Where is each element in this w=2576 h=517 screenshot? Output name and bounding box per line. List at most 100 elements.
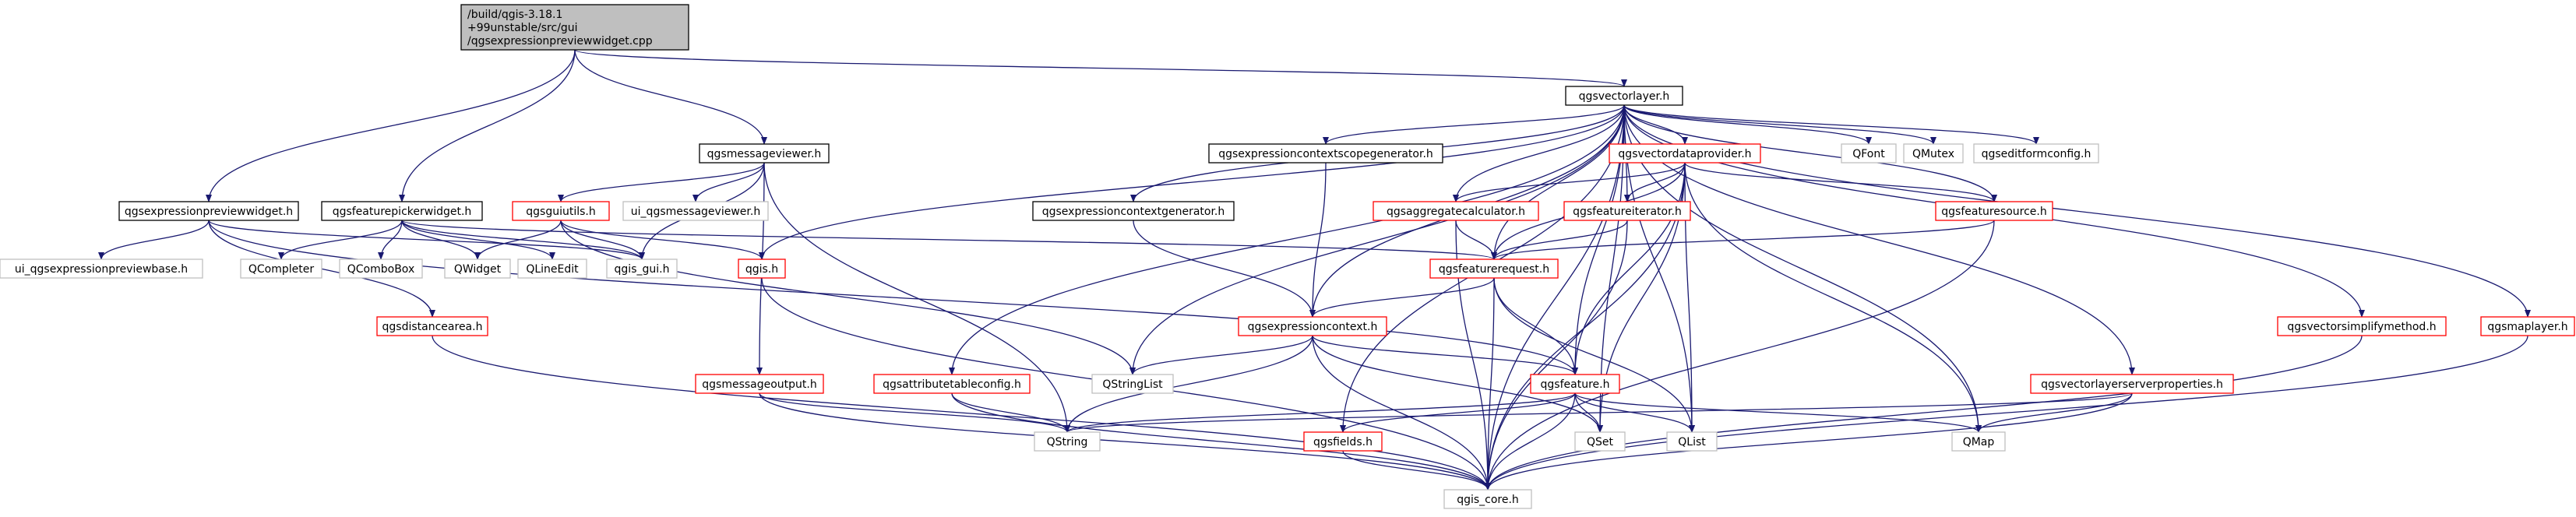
node-qgsfeaturerequest[interactable]: qgsfeaturerequest.h: [1429, 258, 1559, 279]
node-qmutex-label-0: QMutex: [1912, 148, 1954, 160]
node-qstring: QString: [1034, 431, 1101, 452]
node-ui_qgsexpressionpreviewbase: ui_qgsexpressionpreviewbase.h: [0, 258, 203, 279]
node-qgsdistancearea[interactable]: qgsdistancearea.h: [376, 316, 488, 336]
node-qgsexpressionpreviewwidget-box: [118, 201, 299, 221]
node-qgsmaplayer[interactable]: qgsmaplayer.h: [2480, 316, 2575, 336]
node-qset-label-0: QSet: [1587, 436, 1614, 448]
edge-qgsvectordataprovider-to-qgsfeaturesource: [1684, 162, 1997, 202]
node-ui_qgsexpressionpreviewbase-box: [0, 258, 203, 279]
node-qcombobox-box: [339, 258, 423, 279]
edge-qgsexpressioncontext-to-qgsfeature: [1312, 335, 1578, 375]
node-root-box: [460, 4, 689, 51]
node-qgsmessageviewer[interactable]: qgsmessageviewer.h: [699, 143, 830, 164]
edge-qgsattributetableconfig-to-qstring: [951, 392, 1070, 433]
edge-qgsmessageviewer-to-qgsguiutils: [558, 162, 765, 202]
edge-qgsmessageviewer-to-qstring: [763, 162, 1070, 433]
edge-qgsfeaturesource-to-qgis_core: [1485, 220, 1995, 491]
node-qgsfeatureiterator[interactable]: qgsfeatureiterator.h: [1563, 201, 1691, 221]
edge-qgsvectordataprovider-to-qgsfeature: [1572, 162, 1686, 375]
edge-qgsvectorlayer-to-qgsfeaturerequest: [1491, 104, 1625, 260]
node-qgsguiutils[interactable]: qgsguiutils.h: [512, 201, 610, 221]
node-qset: QSet: [1574, 431, 1626, 452]
node-qgsexpressioncontextgenerator-box: [1032, 201, 1235, 221]
edge-qgsfeatureiterator-to-qgis_core: [1485, 220, 1628, 491]
node-qgsvectorsimplifymethod[interactable]: qgsvectorsimplifymethod.h: [2277, 316, 2447, 336]
node-qmap-label-0: QMap: [1963, 436, 1995, 448]
node-qgseditformconfig-box: [1973, 143, 2099, 164]
node-qgsvectorlayer-box: [1565, 86, 1683, 106]
node-qgsaggregatecalculator-box: [1373, 201, 1539, 221]
edge-qgsfeaturepickerwidget-to-qcombobox: [378, 220, 403, 260]
edge-qgsvectorlayer-to-qset: [1597, 104, 1625, 433]
node-qgsexpressionpreviewwidget[interactable]: qgsexpressionpreviewwidget.h: [118, 201, 299, 221]
edge-qgsvectorlayer-to-qgis_core: [1485, 104, 1625, 491]
node-qgis_gui: qgis_gui.h: [606, 258, 678, 279]
node-qgis_core: qgis_core.h: [1443, 489, 1532, 509]
node-ui_qgsmessageviewer-box: [622, 201, 769, 221]
node-qgseditformconfig-label-0: qgseditformconfig.h: [1982, 148, 2091, 160]
node-qgsfeature[interactable]: qgsfeature.h: [1530, 374, 1620, 394]
edge-qgsexpressionpreviewwidget-to-qgis_gui: [208, 220, 645, 260]
edge-qgsvectordataprovider-to-qgsaggregatecalculator: [1453, 162, 1686, 202]
edge-qgsvectorlayer-to-qgsaggregatecalculator: [1453, 104, 1625, 202]
node-qgsvectordataprovider-box: [1609, 143, 1761, 164]
node-qcombobox: QComboBox: [339, 258, 423, 279]
edge-qgsvectorlayerserverproperties-to-qgis_core: [1485, 392, 2133, 491]
node-ui_qgsmessageviewer-label-0: ui_qgsmessageviewer.h: [631, 206, 760, 218]
node-qgsvectorlayerserverproperties[interactable]: qgsvectorlayerserverproperties.h: [2030, 374, 2234, 394]
node-qgsmessageoutput-label-0: qgsmessageoutput.h: [702, 378, 817, 391]
node-qgsvectorsimplifymethod-label-0: qgsvectorsimplifymethod.h: [2287, 321, 2436, 333]
node-qgis-box: [738, 258, 786, 279]
node-root-label-1: +99unstable/src/gui: [467, 22, 578, 34]
node-qgsfeaturepickerwidget[interactable]: qgsfeaturepickerwidget.h: [321, 201, 483, 221]
edge-root-to-qgsfeaturepickerwidget: [399, 49, 576, 202]
node-qgsmaplayer-label-0: qgsmaplayer.h: [2487, 321, 2567, 333]
edge-qgsfeature-to-qgis_core: [1485, 392, 1576, 491]
edge-qgsmessageoutput-to-qgis_core: [759, 392, 1491, 491]
node-qgis[interactable]: qgis.h: [738, 258, 786, 279]
edge-qgsvectorlayerserverproperties-to-qmap: [1975, 392, 2133, 433]
node-qgsfeaturesource[interactable]: qgsfeaturesource.h: [1935, 201, 2053, 221]
edge-qgsvectorlayer-to-qgseditformconfig: [1623, 104, 2039, 145]
node-qgsdistancearea-box: [376, 316, 488, 336]
node-qlist-box: [1666, 431, 1718, 452]
node-qgsattributetableconfig[interactable]: qgsattributetableconfig.h: [873, 374, 1031, 394]
node-qstring-label-0: QString: [1047, 436, 1088, 448]
node-qgsfields-box: [1303, 431, 1383, 452]
node-qgsexpressioncontextscopegenerator-label-0: qgsexpressioncontextscopegenerator.h: [1218, 148, 1433, 160]
node-qgsattributetableconfig-box: [873, 374, 1031, 394]
node-qgsfeature-label-0: qgsfeature.h: [1541, 378, 1610, 391]
node-qgsexpressionpreviewwidget-label-0: qgsexpressionpreviewwidget.h: [125, 206, 293, 218]
node-qcompleter-box: [240, 258, 322, 279]
node-qgsfields[interactable]: qgsfields.h: [1303, 431, 1383, 452]
edge-qgsvectorlayer-to-qlist: [1623, 104, 1695, 433]
edge-qgsdistancearea-to-qgis_core: [432, 335, 1491, 491]
edge-qgsfeaturepickerwidget-to-qlineedit: [401, 220, 555, 260]
node-qgis_core-box: [1443, 489, 1532, 509]
edge-layer: [98, 49, 2531, 491]
node-qgsvectordataprovider[interactable]: qgsvectordataprovider.h: [1609, 143, 1761, 164]
edge-qgsguiutils-to-qwidget: [474, 220, 562, 260]
node-qfont-box: [1841, 143, 1897, 164]
node-qgsaggregatecalculator[interactable]: qgsaggregatecalculator.h: [1373, 201, 1539, 221]
node-qcombobox-label-0: QComboBox: [347, 263, 414, 276]
node-qgsexpressioncontext[interactable]: qgsexpressioncontext.h: [1238, 316, 1387, 336]
edge-qgsexpressionpreviewwidget-to-ui_qgsexpressionpreviewbase: [98, 220, 210, 260]
node-qgsfeaturesource-box: [1935, 201, 2053, 221]
node-layer: /build/qgis-3.18.1+99unstable/src/gui/qg…: [0, 4, 2575, 509]
edge-qgsfeaturerequest-to-qgsexpressioncontext: [1309, 277, 1495, 318]
node-qgsexpressioncontextgenerator[interactable]: qgsexpressioncontextgenerator.h: [1032, 201, 1235, 221]
node-qgsexpressioncontextscopegenerator[interactable]: qgsexpressioncontextscopegenerator.h: [1208, 143, 1443, 164]
edge-qgsfeature-to-qstring: [1064, 392, 1576, 433]
node-qgsmaplayer-box: [2480, 316, 2575, 336]
node-qgsvectorsimplifymethod-box: [2277, 316, 2447, 336]
edge-qgsfeaturerequest-to-qlist: [1493, 277, 1695, 433]
node-qgsmessageoutput-box: [695, 374, 824, 394]
edge-qgsexpressioncontextscopegenerator-to-qgsexpressioncontext: [1309, 162, 1327, 318]
node-qgsvectorlayerserverproperties-label-0: qgsvectorlayerserverproperties.h: [2041, 378, 2223, 391]
node-qgsmessageoutput[interactable]: qgsmessageoutput.h: [695, 374, 824, 394]
edge-qgsmessageoutput-to-qstring: [759, 392, 1070, 433]
edge-qgsvectordataprovider-to-qgsfeatureiterator: [1624, 162, 1686, 202]
node-qgsvectorlayer[interactable]: qgsvectorlayer.h: [1565, 86, 1683, 106]
node-qgsfeatureiterator-box: [1563, 201, 1691, 221]
